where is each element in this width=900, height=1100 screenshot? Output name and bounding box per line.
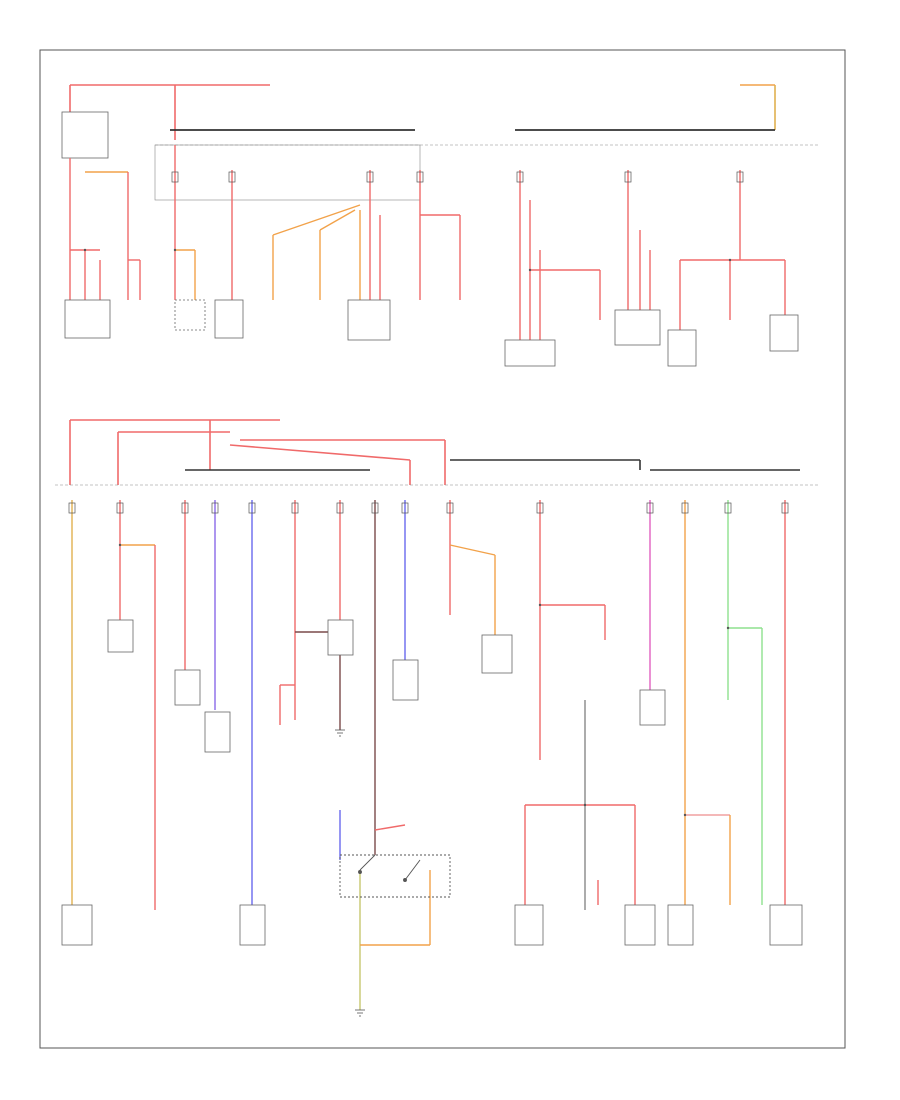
component-box	[504, 339, 556, 367]
fuse-icon	[366, 171, 374, 183]
fuse-panel-top	[154, 144, 421, 201]
fuse-icon	[68, 502, 76, 514]
splice-points	[83, 248, 732, 817]
fuse-icon	[116, 502, 124, 514]
bottom-bus-bar	[185, 459, 800, 471]
fuse-icon	[736, 171, 744, 183]
fuse-icon	[171, 171, 179, 183]
fuse-icon	[624, 171, 632, 183]
top-components	[64, 299, 799, 367]
power-distribution-box	[61, 111, 109, 159]
component-box	[174, 299, 206, 331]
component-box	[239, 904, 266, 946]
fuse-icon	[781, 502, 789, 514]
component-box	[769, 314, 799, 352]
fuse-icon	[681, 502, 689, 514]
fuse-icon	[371, 502, 379, 514]
fuse-icon	[646, 502, 654, 514]
mid-feed-wires	[69, 419, 446, 485]
component-box	[61, 904, 93, 946]
component-box	[64, 299, 111, 339]
top-wires	[69, 145, 786, 340]
bottom-fuses	[68, 502, 789, 514]
fuse-icon	[336, 502, 344, 514]
component-box	[392, 659, 419, 701]
component-box	[174, 669, 201, 706]
component-box	[639, 689, 666, 726]
diagram-border	[39, 49, 846, 1049]
bottom-wires	[71, 500, 786, 1010]
component-box	[769, 904, 803, 946]
ground-symbol-icon	[335, 729, 365, 1017]
fuse-icon	[291, 502, 299, 514]
component-box	[667, 329, 697, 367]
fuse-icon	[416, 171, 424, 183]
fuse-icon	[181, 502, 189, 514]
component-box	[327, 619, 354, 656]
bottom-components	[61, 619, 803, 946]
component-box	[107, 619, 134, 653]
component-box	[214, 299, 244, 339]
component-box	[514, 904, 544, 946]
component-box	[614, 309, 661, 346]
component-box	[624, 904, 656, 946]
fuse-icon	[516, 171, 524, 183]
fuse-icon	[724, 502, 732, 514]
top-feed-wires	[69, 84, 776, 140]
fuse-icon	[211, 502, 219, 514]
component-box	[347, 299, 391, 341]
relay-switch-icon	[339, 854, 451, 898]
component-box	[667, 904, 694, 946]
fuse-icon	[228, 171, 236, 183]
fuse-icon	[401, 502, 409, 514]
component-box	[481, 634, 513, 674]
component-box	[204, 711, 231, 753]
fuse-icon	[248, 502, 256, 514]
fuse-icon	[446, 502, 454, 514]
fuse-icon	[536, 502, 544, 514]
top-fuses	[171, 171, 744, 183]
